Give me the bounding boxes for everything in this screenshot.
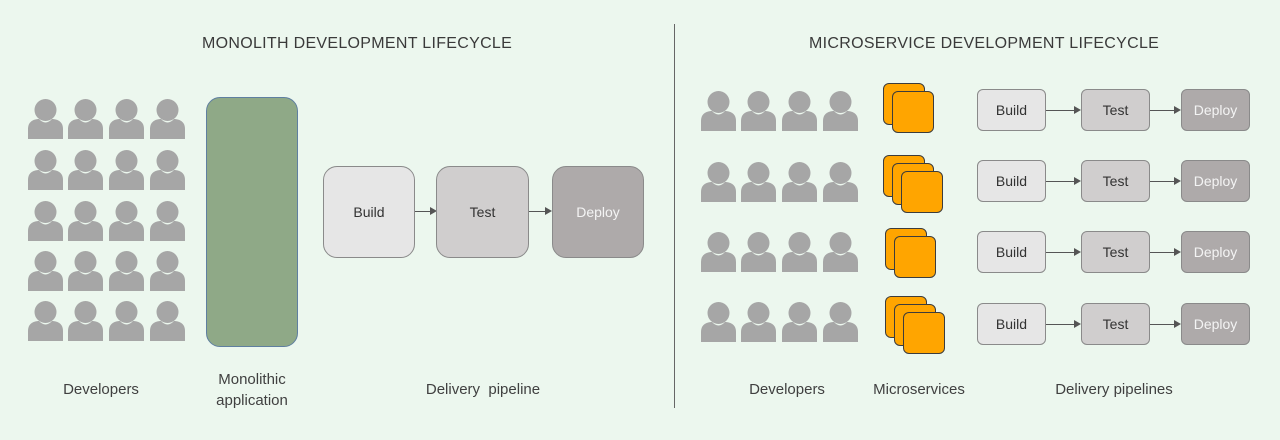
person-icon bbox=[741, 232, 776, 272]
monolith-test-stage: Test bbox=[436, 166, 529, 258]
pipeline-4-arrow-1 bbox=[1046, 324, 1074, 325]
pipeline-4-arrow-2 bbox=[1150, 324, 1174, 325]
monolithic-application-block bbox=[206, 97, 298, 347]
person-icon bbox=[28, 251, 63, 291]
person-icon bbox=[150, 201, 185, 241]
person-icon bbox=[28, 201, 63, 241]
arrow-head-icon bbox=[1074, 106, 1081, 114]
pipeline-1-deploy-stage: Deploy bbox=[1181, 89, 1250, 131]
pipeline-3-test-stage: Test bbox=[1081, 231, 1150, 273]
person-icon bbox=[741, 91, 776, 131]
microservice-icon bbox=[892, 91, 934, 133]
person-icon bbox=[150, 99, 185, 139]
person-icon bbox=[823, 302, 858, 342]
monolith-arrow-build-test bbox=[415, 211, 430, 212]
monolithic-application-label-line1: Monolithic bbox=[218, 371, 286, 388]
person-icon bbox=[68, 201, 103, 241]
person-icon bbox=[68, 251, 103, 291]
person-icon bbox=[782, 162, 817, 202]
person-icon bbox=[150, 251, 185, 291]
arrow-head-icon bbox=[430, 207, 437, 215]
microservice-title: MICROSERVICE DEVELOPMENT LIFECYCLE bbox=[809, 35, 1160, 52]
person-icon bbox=[68, 150, 103, 190]
person-icon bbox=[109, 251, 144, 291]
person-icon bbox=[68, 99, 103, 139]
person-icon bbox=[109, 201, 144, 241]
person-icon bbox=[782, 232, 817, 272]
person-icon bbox=[823, 91, 858, 131]
arrow-head-icon bbox=[1174, 106, 1181, 114]
person-icon bbox=[701, 302, 736, 342]
arrow-head-icon bbox=[1074, 248, 1081, 256]
pipeline-2-deploy-stage: Deploy bbox=[1181, 160, 1250, 202]
pipeline-4-build-stage: Build bbox=[977, 303, 1046, 345]
monolith-arrow-test-deploy bbox=[529, 211, 545, 212]
arrow-head-icon bbox=[1074, 177, 1081, 185]
pipeline-1-arrow-1 bbox=[1046, 110, 1074, 111]
person-icon bbox=[150, 301, 185, 341]
person-icon bbox=[741, 162, 776, 202]
person-icon bbox=[701, 232, 736, 272]
monolithic-application-label: Monolithic application bbox=[191, 369, 313, 411]
microservice-icon bbox=[901, 171, 943, 213]
pipeline-3-arrow-1 bbox=[1046, 252, 1074, 253]
person-icon bbox=[28, 301, 63, 341]
microservice-icon bbox=[894, 236, 936, 278]
arrow-head-icon bbox=[1074, 320, 1081, 328]
person-icon bbox=[68, 301, 103, 341]
pipeline-2-build-stage: Build bbox=[977, 160, 1046, 202]
arrow-head-icon bbox=[1174, 248, 1181, 256]
person-icon bbox=[823, 232, 858, 272]
pipeline-2-arrow-1 bbox=[1046, 181, 1074, 182]
pipeline-2-test-stage: Test bbox=[1081, 160, 1150, 202]
person-icon bbox=[701, 162, 736, 202]
pipeline-1-test-stage: Test bbox=[1081, 89, 1150, 131]
microservice-icon bbox=[903, 312, 945, 354]
monolithic-application-label-line2: application bbox=[216, 392, 288, 409]
microservices-label: Microservices bbox=[873, 381, 965, 398]
arrow-head-icon bbox=[1174, 177, 1181, 185]
pipeline-3-build-stage: Build bbox=[977, 231, 1046, 273]
monolith-title: MONOLITH DEVELOPMENT LIFECYCLE bbox=[202, 35, 513, 52]
person-icon bbox=[782, 91, 817, 131]
person-icon bbox=[28, 99, 63, 139]
person-icon bbox=[109, 99, 144, 139]
person-icon bbox=[109, 301, 144, 341]
arrow-head-icon bbox=[1174, 320, 1181, 328]
pipeline-1-build-stage: Build bbox=[977, 89, 1046, 131]
microservice-pipelines-label: Delivery pipelines bbox=[1055, 381, 1173, 398]
pipeline-3-deploy-stage: Deploy bbox=[1181, 231, 1250, 273]
panel-divider bbox=[674, 24, 675, 408]
pipeline-4-test-stage: Test bbox=[1081, 303, 1150, 345]
pipeline-3-arrow-2 bbox=[1150, 252, 1174, 253]
person-icon bbox=[741, 302, 776, 342]
monolith-developers-label: Developers bbox=[63, 381, 139, 398]
person-icon bbox=[823, 162, 858, 202]
arrow-head-icon bbox=[545, 207, 552, 215]
pipeline-4-deploy-stage: Deploy bbox=[1181, 303, 1250, 345]
person-icon bbox=[701, 91, 736, 131]
pipeline-1-arrow-2 bbox=[1150, 110, 1174, 111]
person-icon bbox=[782, 302, 817, 342]
microservice-developers-label: Developers bbox=[749, 381, 825, 398]
monolith-deploy-stage: Deploy bbox=[552, 166, 644, 258]
person-icon bbox=[109, 150, 144, 190]
monolith-build-stage: Build bbox=[323, 166, 415, 258]
person-icon bbox=[150, 150, 185, 190]
monolith-pipeline-label: Delivery pipeline bbox=[425, 381, 541, 398]
pipeline-2-arrow-2 bbox=[1150, 181, 1174, 182]
person-icon bbox=[28, 150, 63, 190]
